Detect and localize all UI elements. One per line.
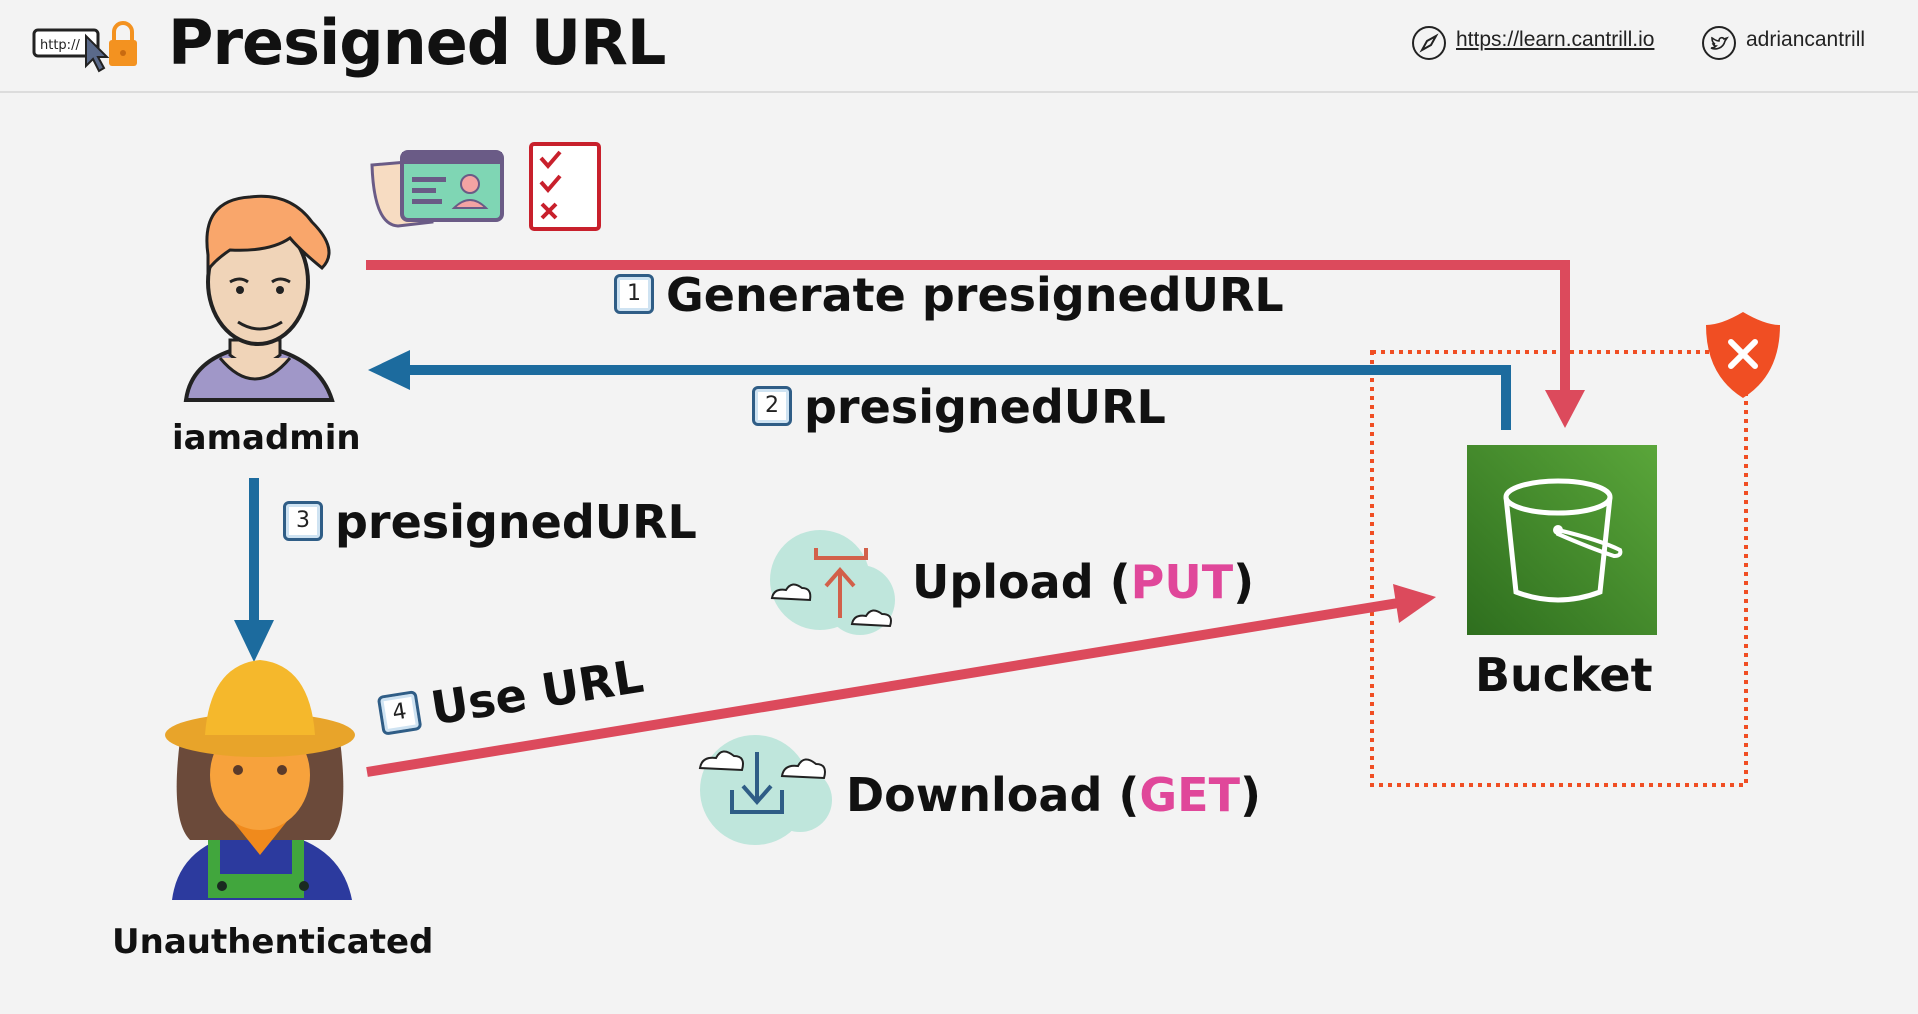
step-3-label: 3 presignedURL [283, 495, 697, 549]
website-link[interactable]: https://learn.cantrill.io [1456, 28, 1655, 51]
admin-label: iamadmin [172, 418, 361, 458]
twitter-bird-icon [1702, 26, 1736, 60]
download-text: Download ( [846, 768, 1140, 822]
download-label: Download (GET) [846, 768, 1261, 822]
s3-bucket-icon [1467, 445, 1657, 635]
step-1-text: Generate presignedURL [666, 268, 1284, 322]
id-card-icon [370, 150, 504, 228]
arrowhead-step-4 [1393, 584, 1436, 623]
page-title: Presigned URL [168, 6, 666, 79]
upload-verb: PUT [1130, 555, 1234, 609]
twitter-handle[interactable]: adriancantrill [1746, 28, 1866, 51]
header-bar: http:// Presigned URL https://learn.cant… [0, 0, 1918, 93]
step-1-badge: 1 [614, 273, 654, 314]
user-label: Unauthenticated [112, 922, 434, 962]
arrow-step-1 [366, 260, 1570, 398]
svg-text:http://: http:// [40, 38, 80, 53]
step-3-badge: 3 [283, 500, 323, 541]
step-1-label: 1 Generate presignedURL [614, 268, 1284, 322]
bucket-boundary [1370, 350, 1748, 787]
arrow-step-2 [400, 365, 1511, 430]
step-2-badge: 2 [752, 385, 792, 426]
download-close: ) [1239, 768, 1262, 822]
http-lock-icon: http:// [32, 21, 137, 73]
farmer-person-icon [165, 660, 355, 900]
arrowhead-step-2 [368, 350, 410, 390]
upload-close: ) [1233, 555, 1255, 609]
step-2-text: presignedURL [804, 380, 1166, 434]
step-4-badge: 4 [376, 689, 423, 736]
arrowhead-step-1 [1545, 390, 1585, 428]
arrow-step-4 [366, 598, 1399, 777]
bucket-label: Bucket [1475, 648, 1653, 702]
admin-person-icon [183, 194, 335, 402]
step-3-text: presignedURL [335, 495, 697, 549]
download-verb: GET [1139, 768, 1240, 822]
download-cloud-icon [698, 735, 832, 845]
checklist-icon [529, 142, 601, 231]
step-2-label: 2 presignedURL [752, 380, 1166, 434]
shield-deny-icon [1706, 312, 1780, 398]
compass-icon [1412, 26, 1446, 60]
upload-label: Upload (PUT) [912, 555, 1254, 609]
upload-text: Upload ( [912, 555, 1131, 609]
upload-cloud-icon [770, 530, 895, 635]
arrowhead-step-3 [234, 620, 274, 662]
